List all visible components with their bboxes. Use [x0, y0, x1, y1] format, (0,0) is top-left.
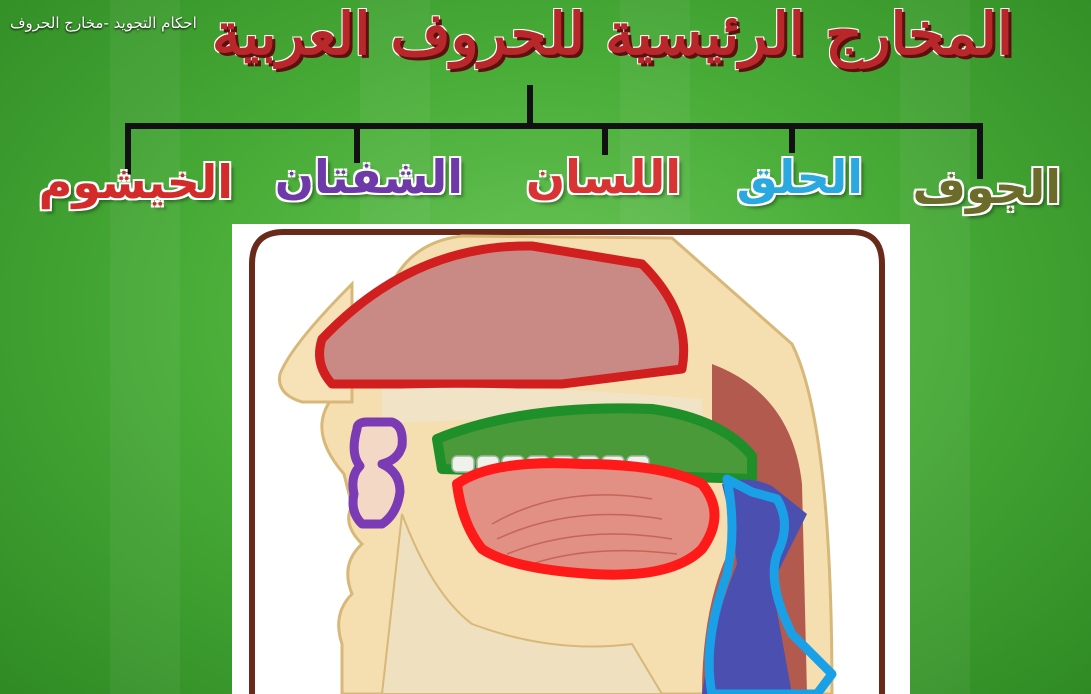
branch-label-lisan: اللسان: [526, 150, 681, 204]
lips-outline: [353, 422, 402, 524]
branch-label-khayshum: الخيشوم: [39, 155, 233, 209]
anatomy-diagram-frame: [232, 224, 910, 694]
branch-label-shafatan: الشفتان: [275, 150, 463, 204]
branch-label-jawf: الجوف: [913, 160, 1061, 214]
nasal-cavity: [320, 246, 684, 384]
branch-label-halq: الحلق: [737, 150, 863, 204]
mouth-anatomy-illustration: [232, 224, 910, 694]
